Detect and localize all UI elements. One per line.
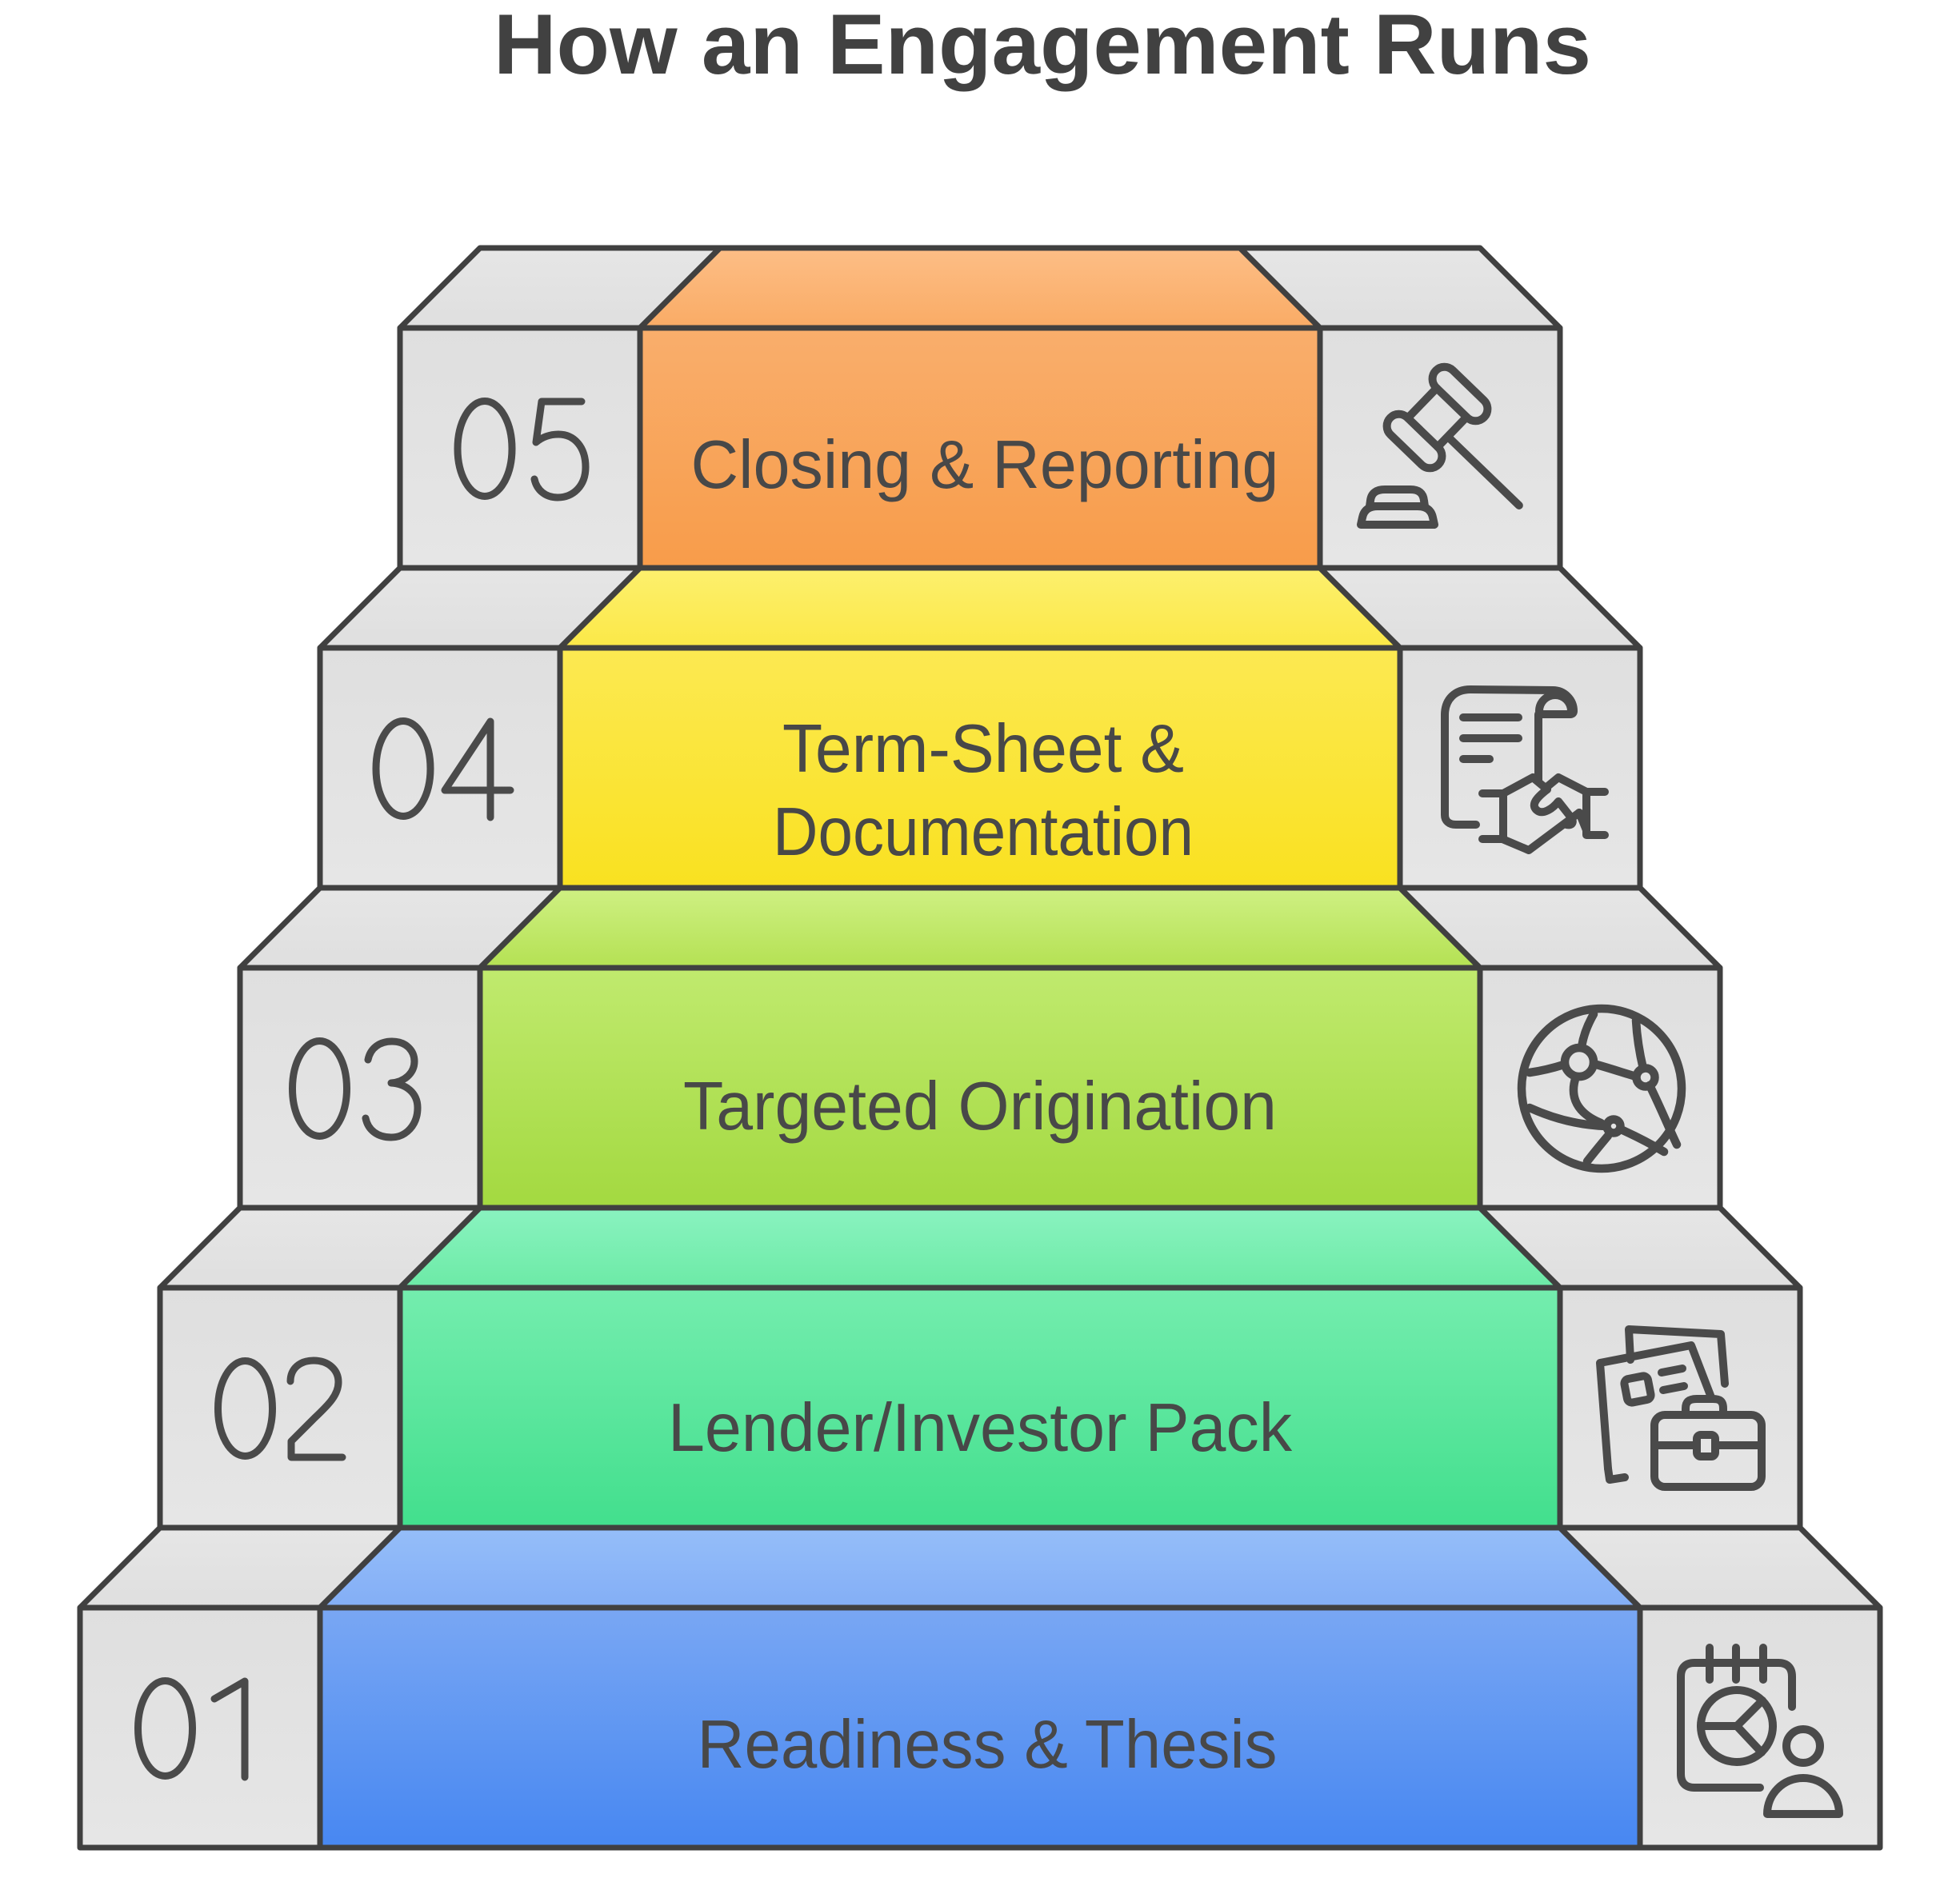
svg-text:Lender/Investor Pack: Lender/Investor Pack	[668, 1390, 1292, 1466]
svg-text:Documentation: Documentation	[773, 794, 1194, 870]
svg-text:How an Engagement Runs: How an Engagement Runs	[494, 0, 1591, 92]
svg-text:Closing & Reporting: Closing & Reporting	[691, 427, 1279, 503]
svg-text:Readiness & Thesis: Readiness & Thesis	[698, 1707, 1278, 1783]
svg-text:Targeted Origination: Targeted Origination	[683, 1069, 1277, 1145]
svg-text:Term-Sheet &: Term-Sheet &	[782, 711, 1184, 787]
